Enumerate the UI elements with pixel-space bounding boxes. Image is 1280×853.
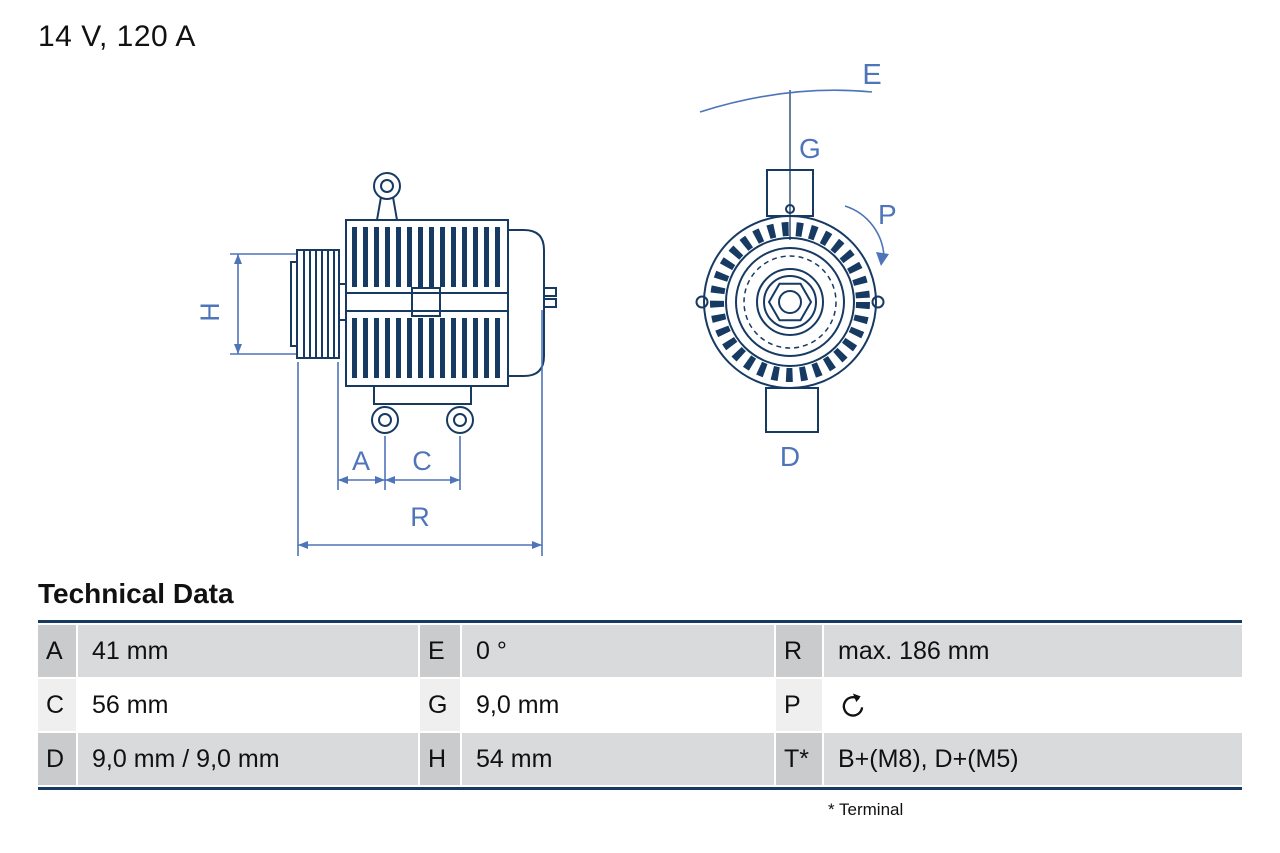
spec-value-H: 54 mm: [462, 733, 774, 785]
spec-value-R: max. 186 mm: [824, 625, 1242, 677]
rear-end-cap: [508, 229, 545, 377]
top-mounting-lug: [373, 172, 401, 221]
terminal-footnote: * Terminal: [828, 800, 904, 819]
spec-table: A 41 mm E 0 ° R max. 186 mm C 56 mm G 9,…: [38, 620, 1242, 790]
angle-e-arc: [699, 89, 873, 113]
spec-key-E: E: [420, 625, 460, 677]
spec-value-D: 9,0 mm / 9,0 mm: [78, 733, 418, 785]
housing-body: [345, 219, 509, 387]
side-view-dimensions: [230, 253, 543, 556]
spec-value-T: B+(M8), D+(M5): [824, 733, 1242, 785]
dim-label-a: A: [352, 446, 370, 476]
dimension-arrowheads: [234, 254, 542, 549]
spec-value-P: [824, 679, 1242, 731]
spec-key-G: G: [420, 679, 460, 731]
voltage-amperage-rating: 14 V, 120 A: [38, 20, 196, 53]
technical-data-section: Technical Data A 41 mm E 0 ° R max. 186 …: [0, 578, 1280, 820]
shaft-hex-nut: [767, 282, 813, 322]
technical-data-title: Technical Data: [38, 578, 234, 609]
dim-label-p: P: [878, 199, 897, 230]
spec-value-C: 56 mm: [78, 679, 418, 731]
spec-key-A: A: [38, 625, 76, 677]
spec-value-G: 9,0 mm: [462, 679, 774, 731]
dim-label-e: E: [862, 59, 881, 91]
rotation-p-arrowhead: [876, 252, 889, 266]
spec-key-P: P: [776, 679, 822, 731]
terminal-stubs: [543, 287, 557, 308]
fan-blade-ring: [710, 222, 870, 382]
spec-key-R: R: [776, 625, 822, 677]
spec-value-A: 41 mm: [78, 625, 418, 677]
front-view-annotations: [699, 89, 885, 259]
spec-key-D: D: [38, 733, 76, 785]
pulley: [290, 249, 347, 359]
dim-label-d: D: [780, 441, 800, 472]
alternator-front-view: [695, 90, 885, 433]
spec-key-C: C: [38, 679, 76, 731]
bottom-mounting-lugs: [371, 385, 474, 434]
spec-key-T: T*: [776, 733, 822, 785]
alternator-technical-drawing: H A C R E G P D: [195, 59, 897, 556]
spec-key-H: H: [420, 733, 460, 785]
rotation-ccw-icon: [842, 692, 864, 717]
dim-label-r: R: [410, 502, 430, 532]
cooling-fins: [352, 227, 500, 378]
dim-label-g: G: [799, 133, 821, 164]
dim-label-h: H: [195, 302, 225, 322]
spec-value-E: 0 °: [462, 625, 774, 677]
rotation-p-arc: [844, 205, 885, 259]
dim-label-c: C: [412, 446, 432, 476]
bottom-mounting-boss: [765, 387, 819, 433]
alternator-side-view: [290, 172, 557, 434]
